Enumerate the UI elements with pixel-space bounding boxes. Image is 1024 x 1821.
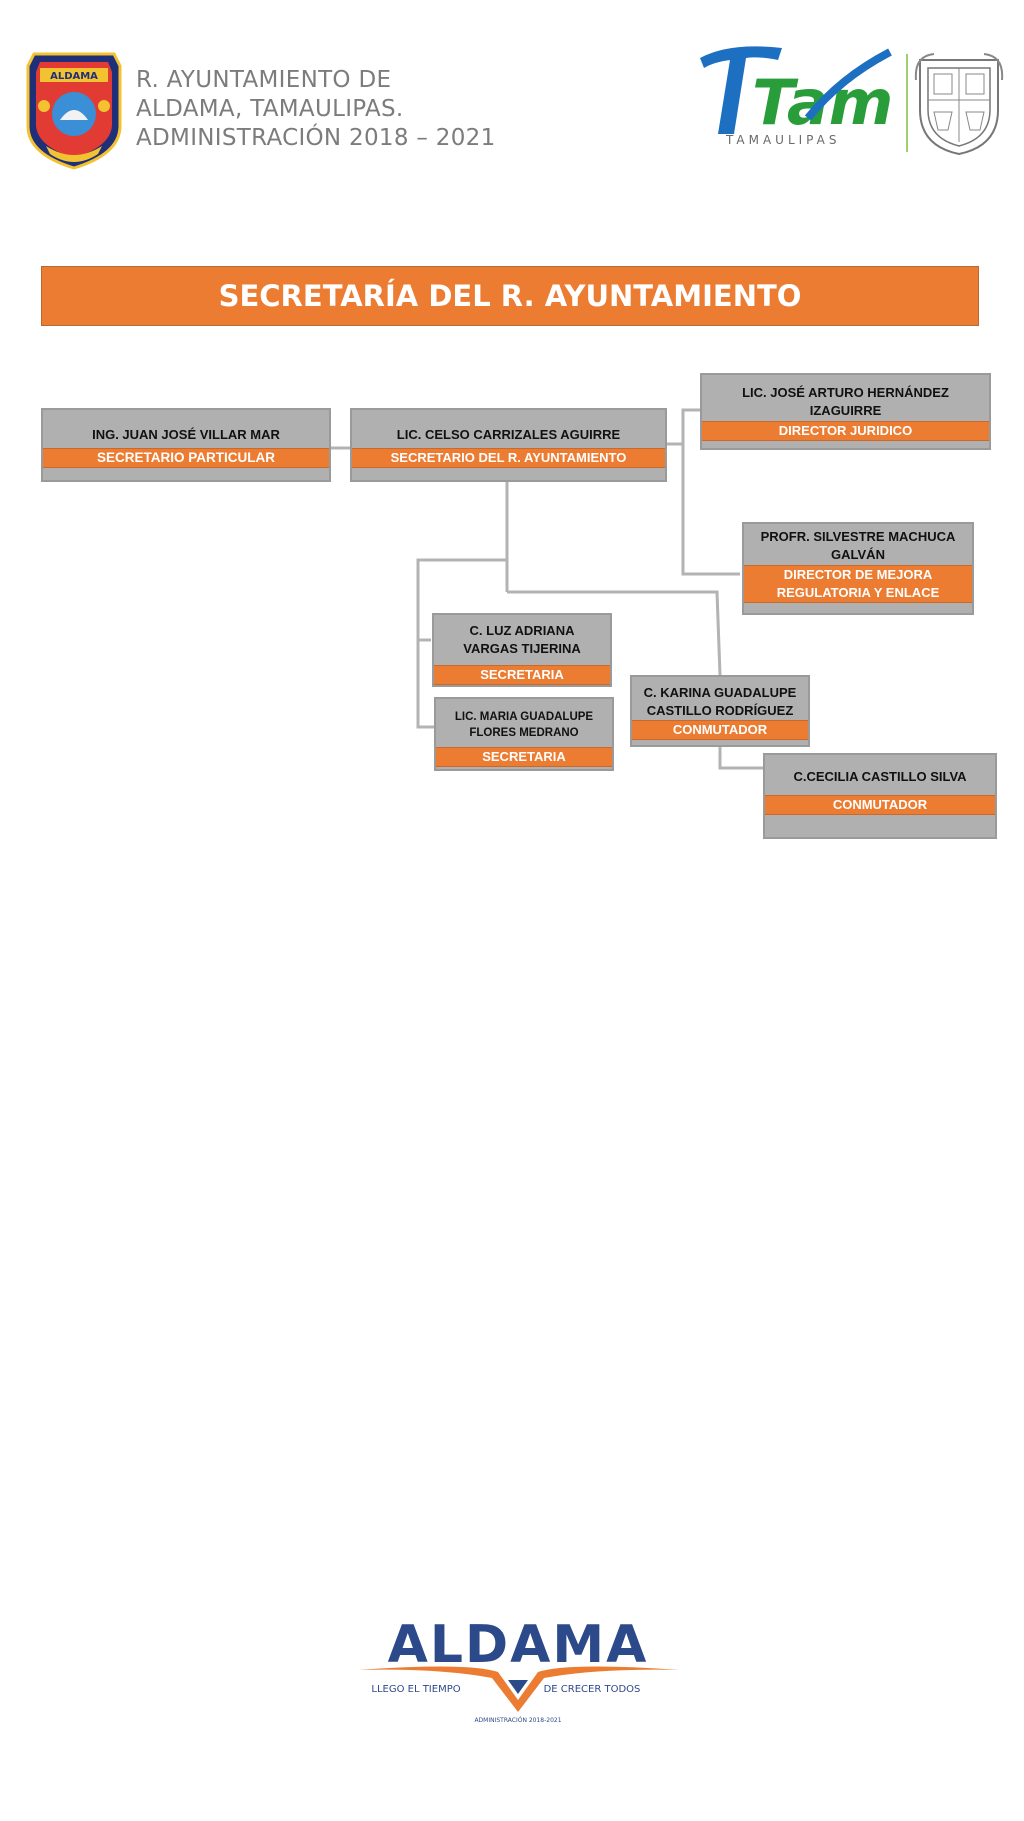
- node-role-line-1: DIRECTOR DE MEJORA: [783, 567, 933, 582]
- node-secretaria-luz-adriana: C. LUZ ADRIANA VARGAS TIJERINA SECRETARI…: [432, 613, 612, 687]
- node-name-line-1: C. KARINA GUADALUPE: [643, 685, 797, 700]
- node-role: SECRETARIA: [436, 747, 612, 767]
- node-name-line-2: FLORES MEDRANO: [469, 727, 579, 739]
- node-conmutador-cecilia: C.CECILIA CASTILLO SILVA CONMUTADOR: [763, 753, 997, 839]
- node-role: DIRECTOR DE MEJORA REGULATORIA Y ENLACE: [744, 565, 972, 603]
- tamaulipas-coat-of-arms-icon: [914, 53, 1004, 156]
- node-conmutador-karina: C. KARINA GUADALUPE CASTILLO RODRÍGUEZ C…: [630, 675, 810, 747]
- header-line-2: ALDAMA, TAMAULIPAS.: [136, 96, 404, 122]
- node-name-line-1: PROFR. SILVESTRE MACHUCA: [760, 529, 956, 544]
- node-role: SECRETARIO PARTICULAR: [43, 448, 329, 468]
- node-director-mejora-regulatoria: PROFR. SILVESTRE MACHUCA GALVÁN DIRECTOR…: [742, 522, 974, 615]
- footer-slogan-left: LLEGO EL TIEMPO: [371, 1684, 460, 1695]
- node-name: LIC. CELSO CARRIZALES AGUIRRE: [396, 427, 621, 442]
- node-name-line-2: GALVÁN: [831, 547, 885, 562]
- node-name-line-1: LIC. JOSÉ ARTURO HERNÁNDEZ: [742, 385, 949, 400]
- footer-slogan-right: DE CRECER TODOS: [544, 1684, 641, 1695]
- node-secretario-particular: ING. JUAN JOSÉ VILLAR MAR SECRETARIO PAR…: [41, 408, 331, 482]
- node-secretario-ayuntamiento: LIC. CELSO CARRIZALES AGUIRRE SECRETARIO…: [350, 408, 667, 482]
- shield-label: ALDAMA: [50, 71, 98, 82]
- header-title: R. AYUNTAMIENTO DE ALDAMA, TAMAULIPAS. A…: [136, 66, 496, 153]
- aldama-footer-logo: ALDAMA LLEGO EL TIEMPO DE CRECER TODOS A…: [358, 1615, 680, 1724]
- footer-admin-text: ADMINISTRACIÓN 2018-2021: [474, 1717, 561, 1724]
- node-role: CONMUTADOR: [765, 795, 995, 815]
- node-name-line-1: LIC. MARIA GUADALUPE: [454, 711, 594, 723]
- tam-tamaulipas-logo: Tam TAMAULIPAS: [700, 46, 893, 147]
- header-line-1: R. AYUNTAMIENTO DE: [136, 67, 392, 93]
- node-name: C.CECILIA CASTILLO SILVA: [793, 769, 967, 784]
- tam-logo-subtitle: TAMAULIPAS: [725, 133, 840, 147]
- node-name-line-1: C. LUZ ADRIANA: [469, 623, 575, 638]
- node-role-line-2: REGULATORIA Y ENLACE: [776, 585, 940, 600]
- node-name-line-2: CASTILLO RODRÍGUEZ: [646, 703, 794, 718]
- logo-divider: [906, 54, 908, 152]
- node-secretaria-maria-guadalupe: LIC. MARIA GUADALUPE FLORES MEDRANO SECR…: [434, 697, 614, 771]
- node-name-line-2: VARGAS TIJERINA: [463, 641, 581, 656]
- page-title: SECRETARÍA DEL R. AYUNTAMIENTO: [41, 266, 979, 326]
- node-role: SECRETARIO DEL R. AYUNTAMIENTO: [352, 448, 665, 468]
- node-name-line-2: IZAGUIRRE: [809, 403, 882, 418]
- header-line-3: ADMINISTRACIÓN 2018 – 2021: [136, 125, 496, 151]
- node-director-juridico: LIC. JOSÉ ARTURO HERNÁNDEZ IZAGUIRRE DIR…: [700, 373, 991, 450]
- node-role: DIRECTOR JURIDICO: [702, 421, 989, 441]
- node-role: CONMUTADOR: [632, 720, 808, 740]
- footer-logo-text: ALDAMA: [388, 1615, 649, 1675]
- node-name: ING. JUAN JOSÉ VILLAR MAR: [92, 427, 280, 442]
- aldama-shield-logo: ALDAMA: [26, 52, 122, 170]
- node-role: SECRETARIA: [434, 665, 610, 685]
